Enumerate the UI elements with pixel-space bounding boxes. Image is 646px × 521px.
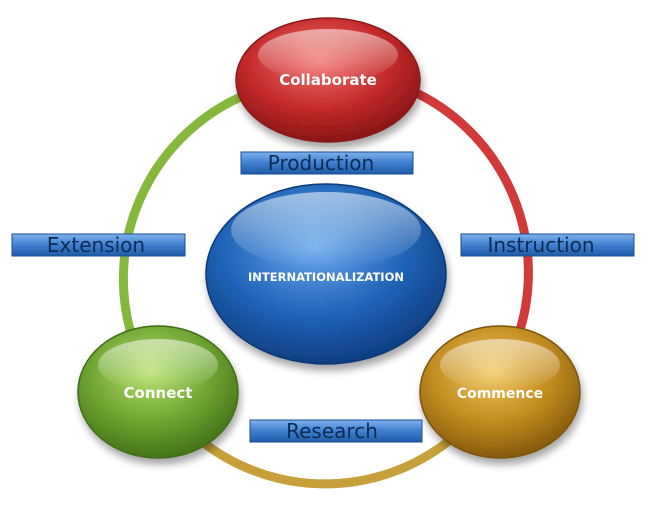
label-instruction-text: Instruction — [487, 233, 594, 257]
label-production: Production — [240, 151, 414, 175]
node-center — [205, 183, 447, 365]
ring-arc-collaborate-commence — [405, 85, 533, 335]
label-production-text: Production — [268, 151, 374, 175]
label-instruction: Instruction — [460, 233, 635, 257]
ring-arc-commence-connect — [195, 435, 455, 489]
label-research-text: Research — [286, 419, 378, 443]
node-collaborate — [235, 17, 421, 143]
label-research: Research — [249, 419, 423, 443]
ring-arc-connect-collaborate — [118, 90, 250, 335]
node-connect-label: Connect — [124, 384, 193, 402]
node-collaborate-label: Collaborate — [279, 71, 377, 89]
label-extension-text: Extension — [47, 233, 145, 257]
node-center-label: INTERNATIONALIZATION — [248, 270, 404, 284]
label-extension: Extension — [11, 233, 186, 257]
node-connect — [77, 325, 239, 459]
node-commence — [419, 325, 581, 459]
node-commence-label: Commence — [457, 386, 543, 402]
